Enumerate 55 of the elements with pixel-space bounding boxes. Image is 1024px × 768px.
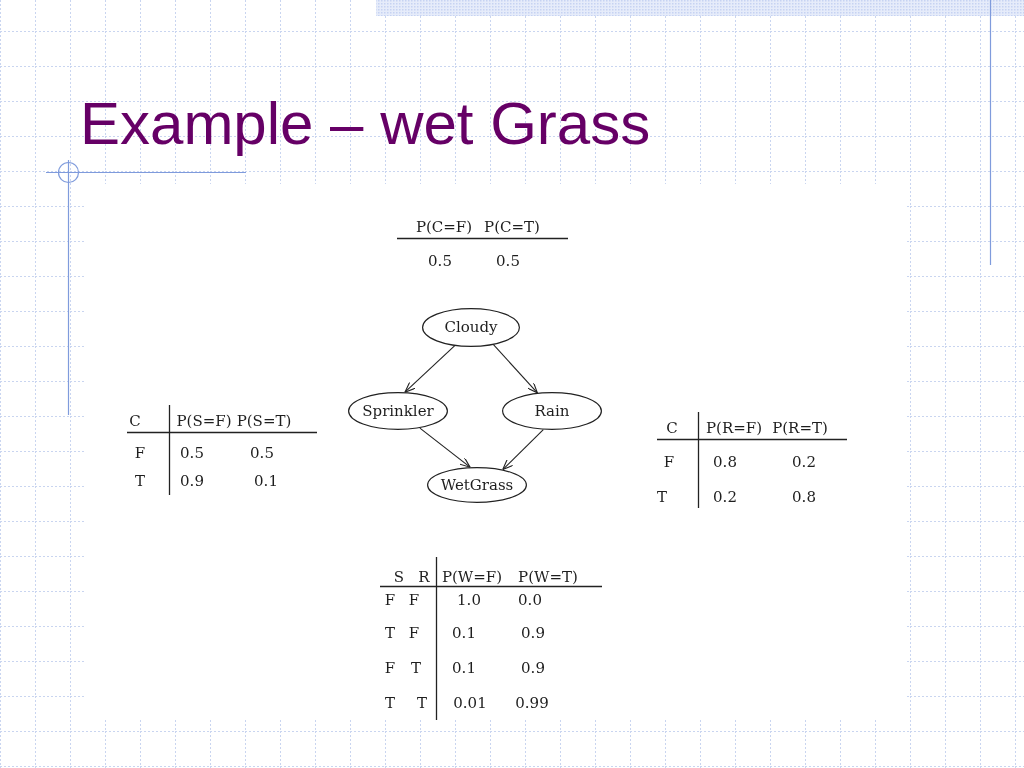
probability-value: 0.0 <box>518 592 542 608</box>
state-label: C <box>666 420 678 436</box>
state-label: T <box>385 625 395 641</box>
probability-value: 0.99 <box>515 695 549 711</box>
state-label: F <box>384 660 396 676</box>
column-header: P(R=F) <box>705 420 763 436</box>
column-header: P(W=T) <box>518 569 578 585</box>
probability-value: 1.0 <box>457 592 481 608</box>
node-ellipse <box>427 467 527 503</box>
probability-value: 0.8 <box>792 489 816 505</box>
probability-value: 0.1 <box>452 625 476 641</box>
arrow <box>419 427 471 468</box>
node-label: Cloudy <box>444 319 498 335</box>
state-label: T <box>135 473 145 489</box>
node-label: WetGrass <box>440 477 514 493</box>
probability-value: 0.2 <box>713 489 737 505</box>
state-label: F <box>663 454 675 470</box>
state-label: F <box>408 592 420 608</box>
arrow <box>404 344 456 393</box>
state-label: T <box>411 660 421 676</box>
probability-value: 0.8 <box>713 454 737 470</box>
arrow <box>502 429 544 471</box>
probability-value: 0.5 <box>250 445 274 461</box>
state-label: T <box>657 489 667 505</box>
state-label: C <box>129 413 141 429</box>
node-ellipse <box>422 307 520 347</box>
state-label: S <box>393 569 405 585</box>
probability-value: 0.9 <box>180 473 204 489</box>
probability-value: 0.1 <box>254 473 278 489</box>
node-ellipse <box>502 392 602 430</box>
column-header: P(W=F) <box>441 569 503 585</box>
arrow <box>492 343 538 394</box>
state-label: T <box>417 695 427 711</box>
node-ellipse <box>348 392 448 430</box>
node-label: Rain <box>534 403 570 419</box>
node-label: Sprinkler <box>362 403 434 419</box>
state-label: F <box>408 625 420 641</box>
probability-value: 0.9 <box>521 625 545 641</box>
probability-value: 0.5 <box>496 253 520 269</box>
probability-value: 0.9 <box>521 660 545 676</box>
column-header: P(C=F) <box>415 219 473 235</box>
column-header: P(R=T) <box>772 420 828 436</box>
column-header: P(C=T) <box>484 219 540 235</box>
probability-value: 0.5 <box>180 445 204 461</box>
probability-value: 0.5 <box>428 253 452 269</box>
probability-value: 0.1 <box>452 660 476 676</box>
probability-value: 0.01 <box>453 695 487 711</box>
state-label: R <box>418 569 430 585</box>
state-label: F <box>134 445 146 461</box>
slide-title: Example – wet Grass <box>80 94 651 154</box>
state-label: F <box>384 592 396 608</box>
column-header: P(S=F) <box>176 413 232 429</box>
probability-value: 0.2 <box>792 454 816 470</box>
column-header: P(S=T) <box>236 413 292 429</box>
state-label: T <box>385 695 395 711</box>
